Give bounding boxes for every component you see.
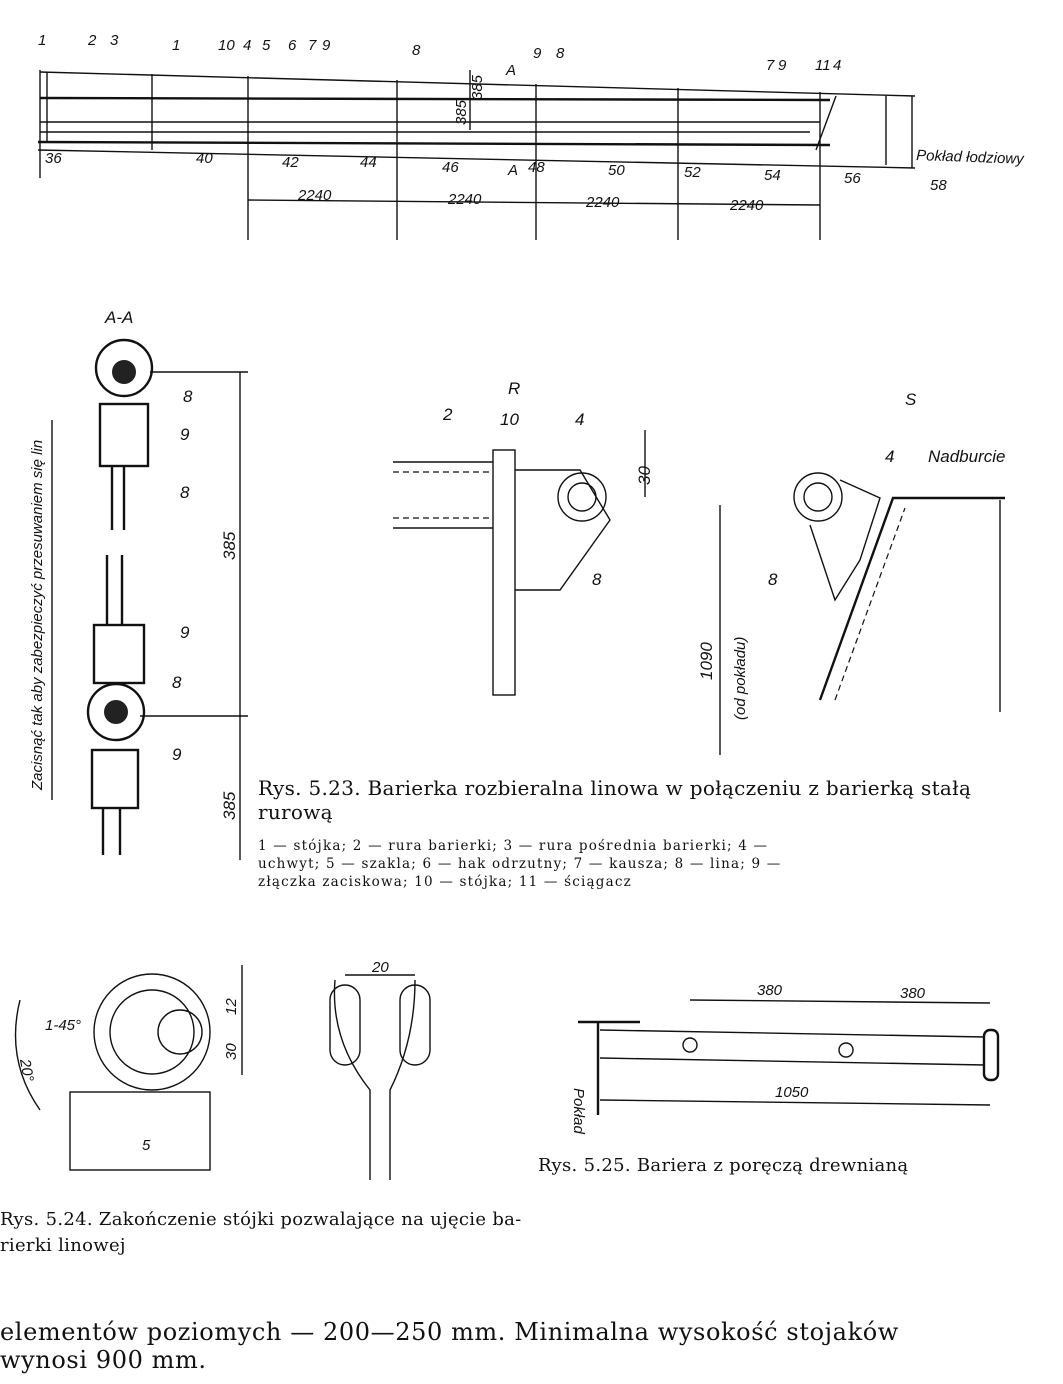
- detail-s-title: S: [905, 390, 917, 409]
- legend-line: 1 — stójka; 2 — rura barierki; 3 — rura …: [258, 838, 769, 854]
- callout-3: 3: [110, 32, 119, 49]
- f525-dim-380a: 380: [757, 982, 783, 999]
- callout-9c: 9: [778, 57, 787, 74]
- frame-48: 48: [528, 159, 545, 176]
- s-dim-1090: 1090: [697, 642, 716, 680]
- f525-dim-1050: 1050: [775, 1084, 809, 1101]
- fig-525-caption: Rys. 5.25. Bariera z poręczą drewnianą: [538, 1155, 909, 1176]
- frame-54: 54: [764, 167, 781, 184]
- callout-8: 8: [412, 42, 421, 59]
- aa-callout-9b: 9: [180, 623, 190, 642]
- aa-note: Zacisnąć tak aby zabezpieczyć przesuwani…: [29, 440, 46, 791]
- frame-42: 42: [282, 154, 299, 171]
- section-aa-drawing: A-A 8 9 8 9 8 9 385 385 Zacisnąć tak aby…: [29, 308, 248, 860]
- callout-7: 7: [308, 37, 317, 54]
- f525-deck-label: Pokład: [570, 1088, 587, 1135]
- detail-r-drawing: R 2 10 4 30 8: [393, 379, 654, 696]
- f524-dim-30: 30: [223, 1043, 240, 1060]
- s-callout-4: 4: [885, 447, 894, 466]
- callout-9: 9: [322, 37, 331, 54]
- callout-7b: 7: [766, 57, 775, 74]
- callout-2: 2: [87, 32, 97, 49]
- aa-callout-9: 9: [180, 425, 190, 444]
- callout-8b: 8: [556, 45, 565, 62]
- frame-46: 46: [442, 159, 459, 176]
- fig-524-drawing: 1-45° 12 30 20° 5 20: [14, 959, 431, 1180]
- callout-11: 11: [815, 57, 831, 74]
- callout-10: 10: [218, 37, 235, 54]
- s-callout-8: 8: [768, 570, 778, 589]
- section-mark-a2: A: [507, 162, 518, 179]
- callout-1b: 1: [172, 37, 180, 54]
- dim-385-a: 385: [453, 99, 470, 125]
- r-callout-10: 10: [500, 410, 519, 429]
- legend-line: złączka zaciskowa; 10 — stójka; 11 — ści…: [258, 874, 632, 890]
- frame-40: 40: [196, 150, 213, 167]
- deck-label: Pokład łodziowy: [916, 147, 1026, 168]
- callout-1: 1: [38, 32, 46, 49]
- f524-weld-5: 5: [142, 1137, 151, 1154]
- dim-385-b: 385: [469, 74, 486, 100]
- callout-5: 5: [262, 37, 271, 54]
- f524-dim-20: 20: [371, 959, 389, 976]
- frame-58: 58: [930, 177, 947, 194]
- aa-dim-385b: 385: [220, 791, 239, 820]
- callout-6: 6: [288, 37, 297, 54]
- r-callout-8: 8: [592, 570, 602, 589]
- dim-2240-1: 2240: [297, 187, 332, 204]
- dim-2240-4: 2240: [729, 197, 764, 214]
- f524-chamfer: 1-45°: [45, 1017, 81, 1034]
- aa-callout-9c: 9: [172, 745, 182, 764]
- frame-44: 44: [360, 154, 377, 171]
- frame-52: 52: [684, 164, 701, 181]
- fig-524-caption-line2: rierki linowej: [0, 1235, 126, 1256]
- aa-dim-385a: 385: [220, 531, 239, 560]
- fig-523-caption: Rys. 5.23. Barierka rozbieralna linowa w…: [258, 776, 972, 824]
- callout-4b: 4: [833, 57, 841, 74]
- f524-dim-12: 12: [223, 998, 240, 1015]
- railing-elevation-drawing: 1 2 3 1 10 4 5 6 7 9 8 A 9 8 7 9 11 4 36…: [37, 32, 1026, 240]
- frame-50: 50: [608, 162, 625, 179]
- detail-s-drawing: S 4 Nadburcie 8 1090 (od pokładu): [697, 390, 1006, 755]
- r-dim-30: 30: [635, 466, 654, 485]
- fig-525-drawing: 380 380 1050 Pokład: [570, 982, 1000, 1135]
- f524-angle-20: 20°: [16, 1057, 37, 1083]
- aa-callout-8: 8: [183, 387, 193, 406]
- dim-2240-2: 2240: [447, 191, 482, 208]
- f525-dim-380b: 380: [900, 985, 926, 1002]
- fig-524-caption-line1: Rys. 5.24. Zakończenie stójki pozwalając…: [0, 1209, 522, 1230]
- callout-4: 4: [243, 37, 251, 54]
- frame-36: 36: [45, 150, 62, 167]
- legend-line: uchwyt; 5 — szakla; 6 — hak odrzutny; 7 …: [258, 856, 782, 872]
- dim-2240-3: 2240: [585, 194, 620, 211]
- s-dim-note: (od pokładu): [732, 637, 749, 720]
- body-text-line2: wynosi 900 mm.: [0, 1346, 207, 1374]
- frame-56: 56: [844, 170, 861, 187]
- callout-9b: 9: [533, 45, 542, 62]
- s-label-nadburcie: Nadburcie: [928, 447, 1006, 466]
- body-text-line1: elementów poziomych — 200—250 mm. Minima…: [0, 1318, 899, 1346]
- section-mark-a: A: [505, 62, 516, 79]
- detail-r-title: R: [508, 379, 520, 398]
- aa-callout-8c: 8: [172, 673, 182, 692]
- section-aa-title: A-A: [104, 308, 133, 327]
- r-callout-4: 4: [575, 410, 584, 429]
- r-callout-2: 2: [442, 405, 453, 424]
- aa-callout-8b: 8: [180, 483, 190, 502]
